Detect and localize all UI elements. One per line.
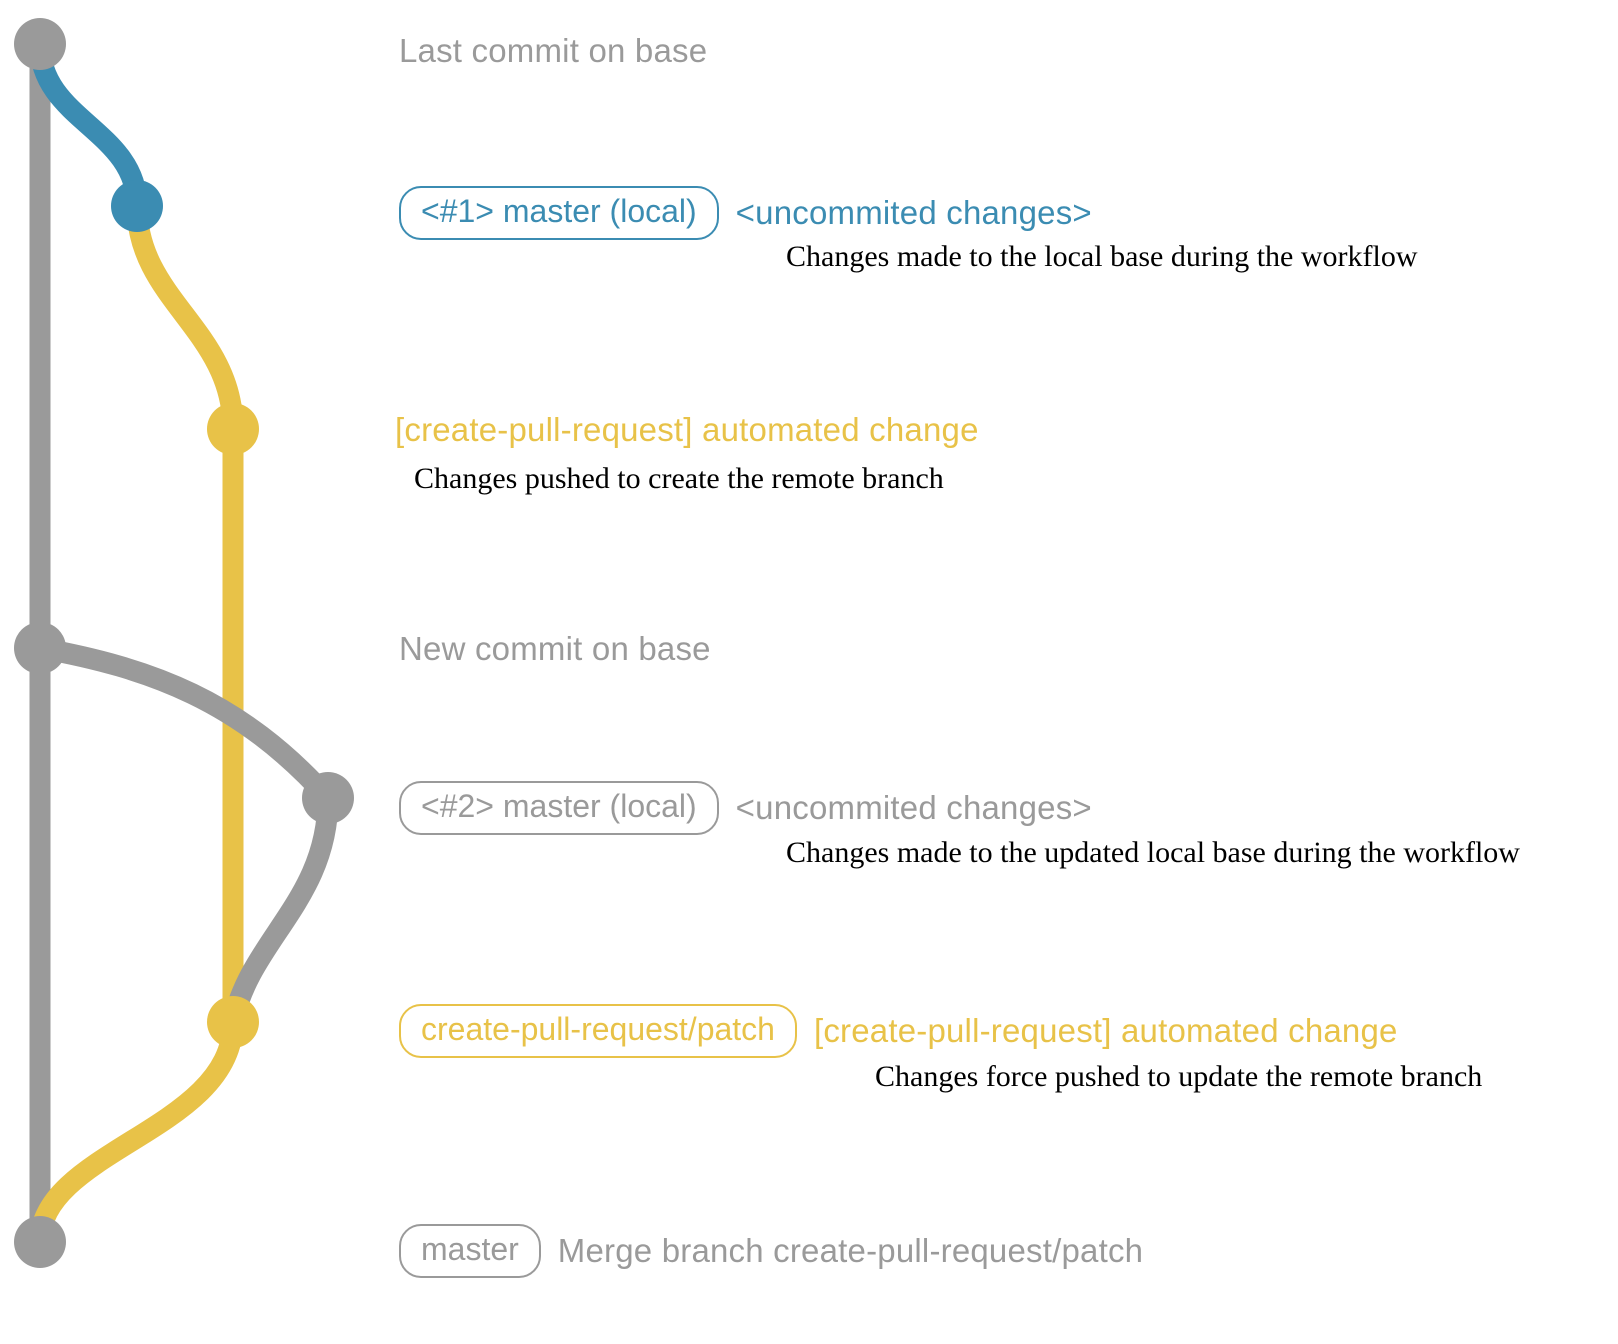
commit-graph-svg (14, 18, 354, 1268)
branch-badge-label-create-pull-request-patch: create-pull-request/patch (421, 1011, 775, 1047)
commit-node-automated-change-2 (207, 996, 259, 1048)
branch-badge-label-master-local-2: <#2> master (local) (421, 788, 697, 824)
commit-node-last-commit-on-base (14, 18, 66, 70)
branch-badge-master-local-2[interactable]: <#2> master (local) (399, 781, 719, 835)
commit-description-master-local-1: Changes made to the local base during th… (786, 240, 1418, 273)
branch-badge-create-pull-request-patch[interactable]: create-pull-request/patch (399, 1004, 797, 1058)
branch-badge-master-local-1[interactable]: <#1> master (local) (399, 186, 719, 240)
commit-description-master-local-2: Changes made to the updated local base d… (786, 836, 1520, 869)
commit-node-master-local-1 (111, 180, 163, 232)
commit-node-merge-master (14, 1216, 66, 1268)
commit-row-automated-change-2: create-pull-request/patch [create-pull-r… (399, 1004, 1398, 1058)
commit-node-master-local-2 (302, 772, 354, 824)
commit-node-automated-change-1 (207, 403, 259, 455)
commit-description-automated-change-2: Changes force pushed to update the remot… (875, 1060, 1483, 1093)
commit-subject-last-commit-on-base: Last commit on base (399, 32, 708, 69)
commit-subject-automated-change-1: [create-pull-request] automated change (395, 411, 979, 448)
commit-row-master-local-2: <#2> master (local) <uncommited changes> (399, 781, 1092, 835)
commit-row-automated-change-1: [create-pull-request] automated change (395, 411, 979, 449)
commit-subject-merge-master: Merge branch create-pull-request/patch (557, 1231, 1144, 1269)
branch-badge-label-master: master (421, 1231, 519, 1267)
commit-row-last-commit-on-base: Last commit on base (399, 32, 707, 70)
branch-badge-label-master-local-1: <#1> master (local) (421, 193, 697, 229)
commit-subject-automated-change-2: [create-pull-request] automated change (813, 1011, 1398, 1049)
commit-row-new-commit-on-base: New commit on base (399, 630, 711, 668)
commit-description-automated-change-1: Changes pushed to create the remote bran… (414, 462, 944, 495)
edge-new-base-to-master-local-2 (29, 637, 339, 809)
commit-subject-master-local-1: <uncommited changes> (735, 193, 1092, 231)
commit-subject-master-local-2: <uncommited changes> (735, 788, 1092, 826)
edge-master-local-2-to-automated-2 (222, 787, 339, 1033)
commit-node-new-commit-on-base (14, 622, 66, 674)
edge-automated-2-to-merge (29, 1011, 244, 1253)
commit-row-merge-master: master Merge branch create-pull-request/… (399, 1224, 1143, 1278)
commit-row-master-local-1: <#1> master (local) <uncommited changes> (399, 186, 1092, 240)
branch-badge-master[interactable]: master (399, 1224, 541, 1278)
edge-master-local-1-to-automated-1 (126, 195, 244, 440)
edge-base-to-master-local-1 (29, 33, 148, 217)
commit-subject-new-commit-on-base: New commit on base (399, 630, 711, 667)
